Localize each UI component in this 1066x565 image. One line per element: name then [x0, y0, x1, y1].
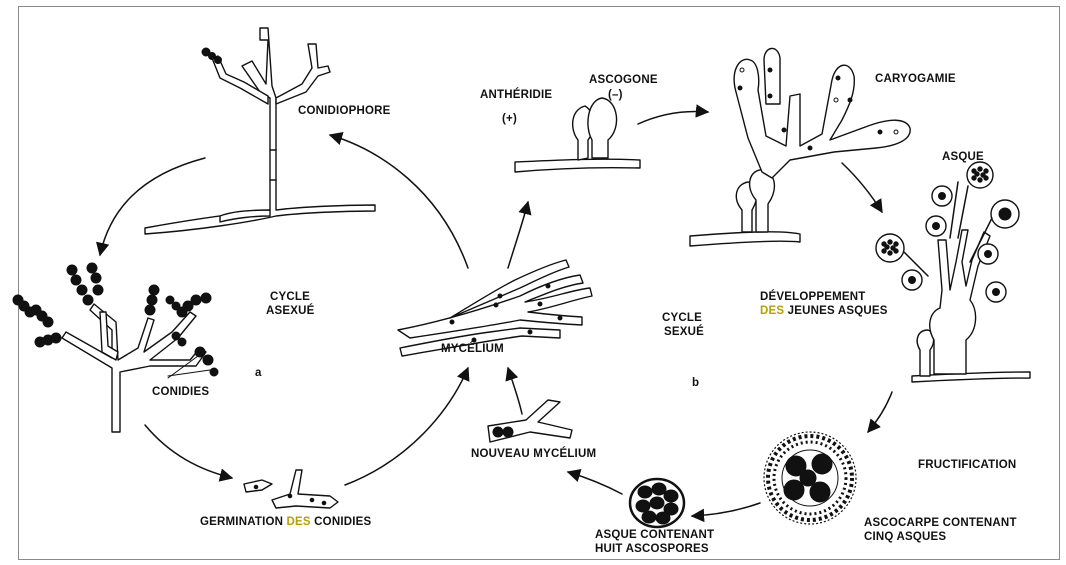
arrow-germination-to-mycelium — [345, 368, 468, 485]
label-ascocarpe-1: ASCOCARPE CONTENANT — [864, 516, 1017, 530]
label-asque-contenant-2: HUIT ASCOSPORES — [595, 542, 709, 556]
label-asque-contenant-1: ASQUE CONTENANT — [595, 528, 714, 542]
label-antheridie: ANTHÉRIDIE — [480, 88, 552, 102]
conidies-drawing — [13, 263, 218, 432]
label-b: b — [692, 376, 699, 390]
label-ascogone-sign: (–) — [608, 88, 623, 102]
arrow-conidiophore-to-conidies — [100, 158, 205, 255]
label-fructification: FRUCTIFICATION — [918, 458, 1016, 472]
label-conidiophore: CONIDIOPHORE — [298, 104, 391, 118]
label-developpement-1: DÉVELOPPEMENT — [760, 290, 865, 304]
conidiophore-drawing — [145, 28, 375, 234]
label-cycle-asexue-2: ASEXUÉ — [266, 304, 315, 318]
arrow-conidies-to-germination — [145, 425, 232, 478]
arrow-asques-to-ascocarpe — [868, 392, 892, 432]
arrow-caryogamie-to-asques — [842, 163, 882, 212]
asque-huit-ascospores-drawing — [630, 479, 684, 527]
label-mycelium: MYCÉLIUM — [441, 342, 504, 356]
label-antheridie-sign: (+) — [502, 112, 517, 126]
arrow-mycelium-to-conidiophore — [330, 135, 468, 268]
arrow-mycelium-to-antheridie — [508, 202, 528, 268]
label-ascocarpe-2: CINQ ASQUES — [864, 530, 946, 544]
nouveau-mycelium-drawing — [488, 400, 572, 442]
label-asque: ASQUE — [942, 150, 984, 164]
arrow-ascocarpe-to-asque — [692, 503, 760, 516]
arrow-nouveau-to-mycelium — [508, 368, 522, 414]
label-developpement-2: DES JEUNES ASQUES — [760, 304, 888, 318]
arrow-antheridie-to-caryogamie — [638, 111, 708, 124]
label-nouveau-mycelium: NOUVEAU MYCÉLIUM — [471, 447, 596, 461]
ascocarpe-drawing — [764, 432, 856, 524]
label-ascogone: ASCOGONE — [589, 73, 658, 87]
label-cycle-sexue-1: CYCLE — [662, 311, 702, 325]
label-germination: GERMINATION DES CONIDIES — [200, 515, 371, 529]
antheridie-ascogone-drawing — [515, 98, 640, 172]
label-caryogamie: CARYOGAMIE — [875, 72, 956, 86]
label-cycle-sexue-2: SEXUÉ — [664, 325, 704, 339]
germination-drawing — [244, 470, 338, 508]
jeunes-asques-drawing — [876, 162, 1030, 382]
label-conidies: CONIDIES — [152, 385, 209, 399]
label-cycle-asexue-1: CYCLE — [270, 290, 310, 304]
arrow-asque-to-nouveau — [568, 472, 622, 494]
label-a: a — [255, 366, 262, 380]
